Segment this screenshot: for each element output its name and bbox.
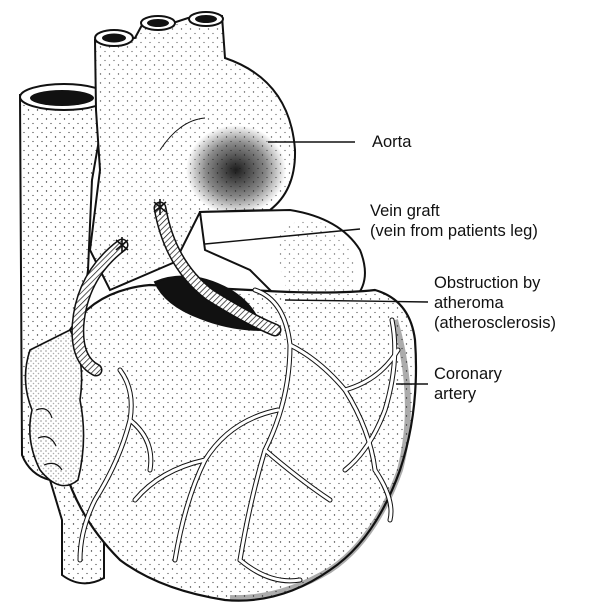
label-vein-graft-line-1: Vein graft: [370, 201, 538, 221]
label-obstruction-line-2: atheroma: [434, 293, 556, 313]
label-aorta-line-1: Aorta: [372, 132, 411, 152]
heart-ventricles: [60, 285, 416, 601]
label-obstruction: Obstruction by atheroma (atherosclerosis…: [434, 273, 556, 333]
label-obstruction-line-3: (atherosclerosis): [434, 313, 556, 333]
label-obstruction-line-1: Obstruction by: [434, 273, 556, 293]
label-coronary-line-1: Coronary: [434, 364, 502, 384]
label-aorta: Aorta: [372, 132, 411, 152]
label-coronary-line-2: artery: [434, 384, 502, 404]
label-coronary-artery: Coronary artery: [434, 364, 502, 404]
label-vein-graft-line-2: (vein from patients leg): [370, 221, 538, 241]
label-vein-graft: Vein graft (vein from patients leg): [370, 201, 538, 241]
